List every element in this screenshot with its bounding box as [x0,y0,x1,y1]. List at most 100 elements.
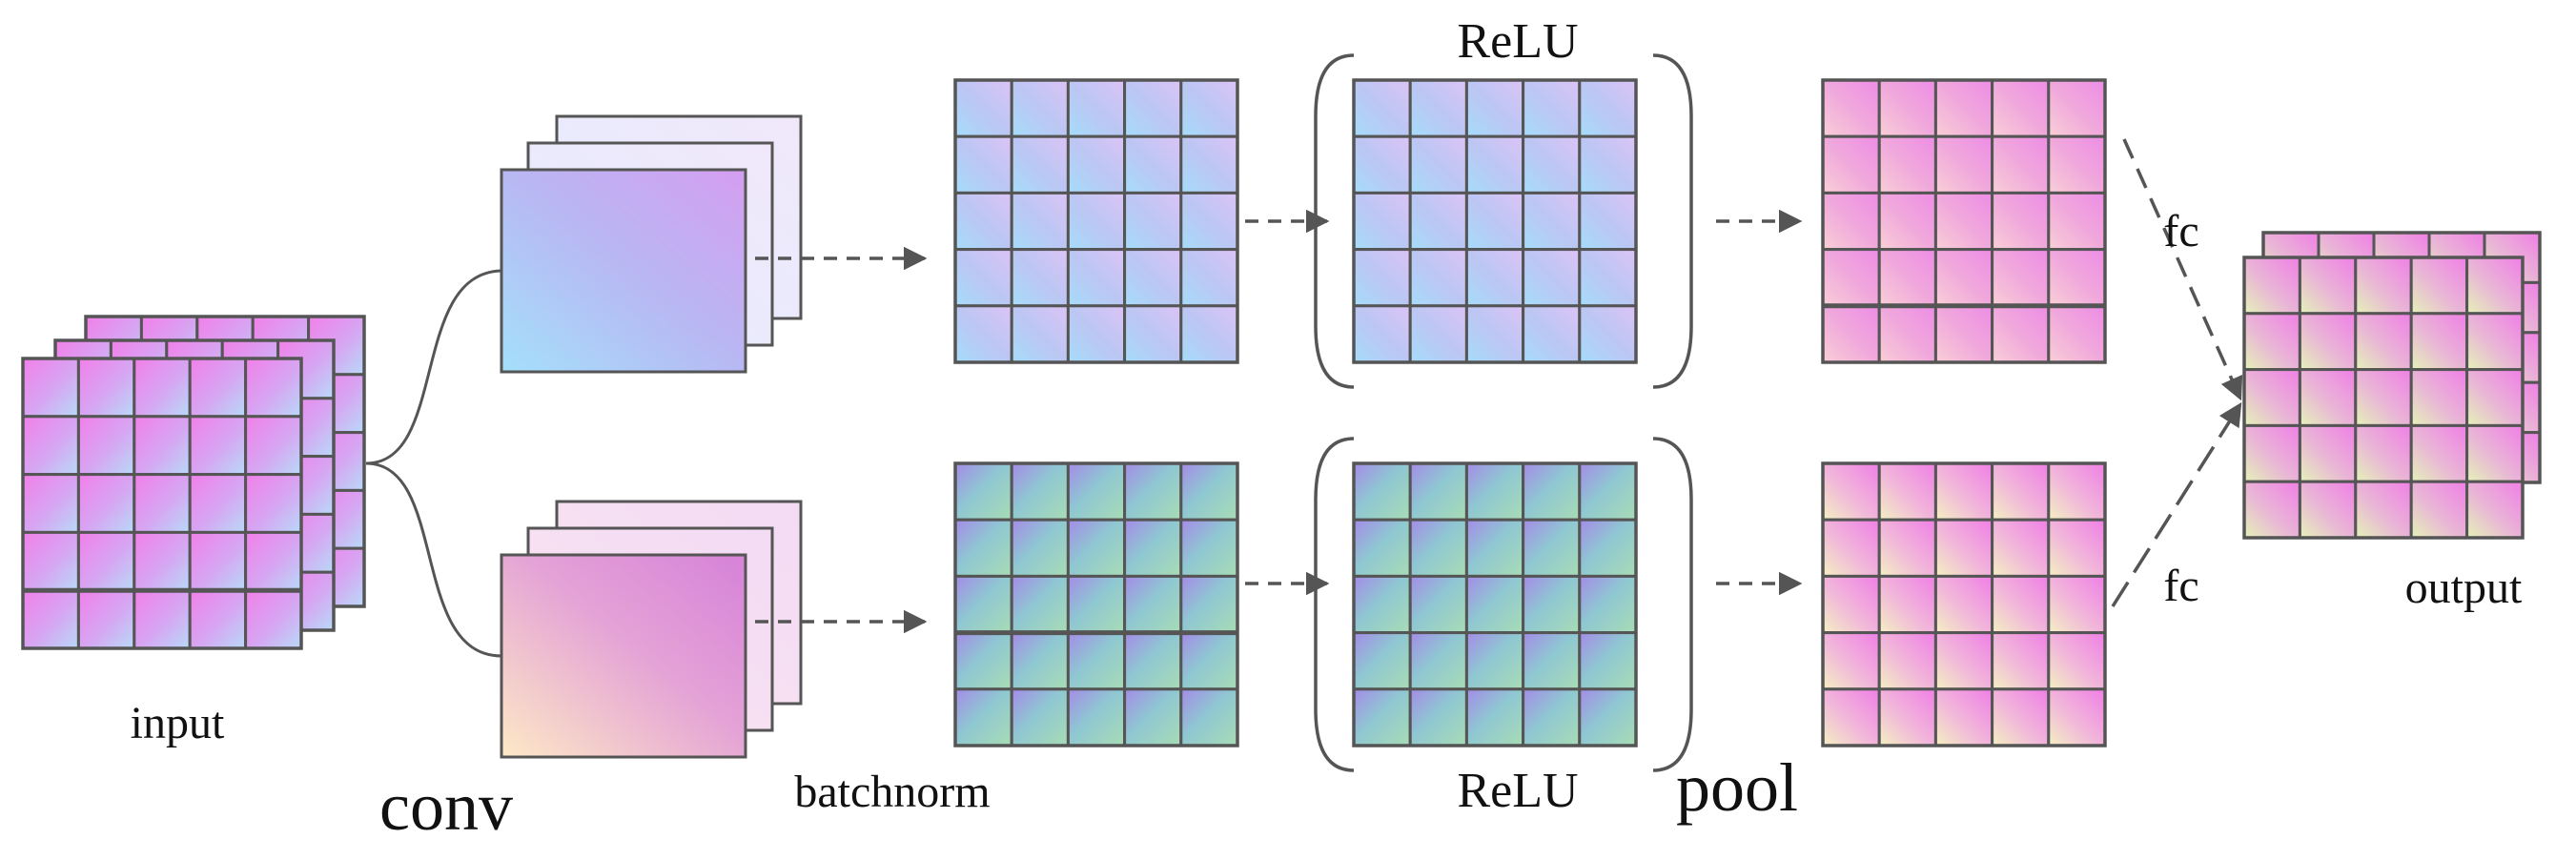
grid-cell [1352,248,1412,308]
grid-cell [2409,423,2469,483]
grid-cell [1123,631,1183,691]
grid-cell [188,588,248,650]
conv-top-sheets [500,114,803,374]
grid-cell [1933,687,1994,747]
grid-cell [1578,78,1638,138]
grid-cell [1578,518,1638,578]
grid-cell [2242,423,2301,483]
grid-cell [1991,134,2051,195]
pool-label: pool [1676,749,1798,826]
grid-cell [1179,518,1239,578]
grid-cell [1991,518,2051,578]
grid-cell [21,357,80,419]
grid-cell [1179,248,1239,308]
grid-cell [1821,518,1881,578]
grid-cell [1821,78,1881,138]
grid-cell [1522,78,1582,138]
branch-curve-top [365,269,502,465]
grid-cell [1991,248,2051,308]
grid-cell [1877,304,1937,364]
grid-cell [1821,574,1881,635]
grid-cell [2047,631,2107,691]
conv-bottom-sheets [500,500,803,759]
grid-cell [1578,248,1638,308]
grid-cell [1464,248,1525,308]
conv-label: conv [379,768,513,845]
grid-cell [1933,574,1994,635]
grid-cell [1991,191,2051,252]
grid-cell [2465,312,2525,372]
bracket-left [1314,437,1355,772]
grid-cell [1522,248,1582,308]
grid-cell [1408,518,1468,578]
grid-cell [1352,631,1412,691]
grid-cell [1991,461,2051,522]
grid-cell [1408,78,1468,138]
grid-cell [953,687,1013,747]
grid-cell [1578,134,1638,195]
grid-cell [2047,687,2107,747]
grid-cell [1877,518,1937,578]
grid-cell [1179,631,1239,691]
grid-cell [2047,248,2107,308]
grid-cell [244,530,303,592]
grid-cell [1522,304,1582,364]
grid-border [21,357,303,650]
grid-cell [1464,134,1525,195]
grid-cell [1933,461,1994,522]
grid-cell [1821,304,1881,364]
grid-cell [2298,312,2358,372]
grid-cell [1991,574,2051,635]
grid-cell [2298,368,2358,427]
grid-cell [188,530,248,592]
grid-cell [1933,248,1994,308]
grid-cell [133,415,192,477]
grid-cell [1464,304,1525,364]
grid-cell [1464,574,1525,635]
grid-cell [1179,304,1239,364]
grid-cell [133,357,192,419]
batchnorm-label: batchnorm [794,767,990,817]
grid-cell [953,248,1013,308]
grid-cell [76,530,136,592]
grid-cell [953,78,1013,138]
grid-border [1352,78,1638,364]
grid-cell [1877,687,1937,747]
grid-cell [1352,304,1412,364]
grid-cell [21,530,80,592]
grid-cell [1408,631,1468,691]
grid-cell [953,191,1013,252]
grid-cell [1991,631,2051,691]
grid-cell [1352,134,1412,195]
grid-cell [953,631,1013,691]
grid-cell [1578,461,1638,522]
grid-cell [2242,368,2301,427]
grid-cell [1933,518,1994,578]
grid-cell [2465,368,2525,427]
grid-cell [76,473,136,534]
grid-cell [1522,687,1582,747]
grid-cell [1877,191,1937,252]
grid-cell [1522,574,1582,635]
grid-cell [133,473,192,534]
grid-cell [1578,631,1638,691]
grid-cell [2298,256,2358,316]
grid-cell [2409,312,2469,372]
grid-cell [1010,304,1070,364]
grid-cell [1010,518,1070,578]
grid-cell [1464,518,1525,578]
grid-cell [2047,304,2107,364]
arrow-fc-top [2122,138,2243,401]
grid-cell [1352,518,1412,578]
grid-cell [2354,256,2413,316]
grid-cell [244,588,303,650]
grid-border [1821,78,2107,364]
grid-cell [1179,78,1239,138]
grid-cell [1877,134,1937,195]
grid-cell [1522,461,1582,522]
grid-cell [244,473,303,534]
grid-cell [1408,687,1468,747]
grid-cell [1066,78,1127,138]
grid-cell [21,415,80,477]
